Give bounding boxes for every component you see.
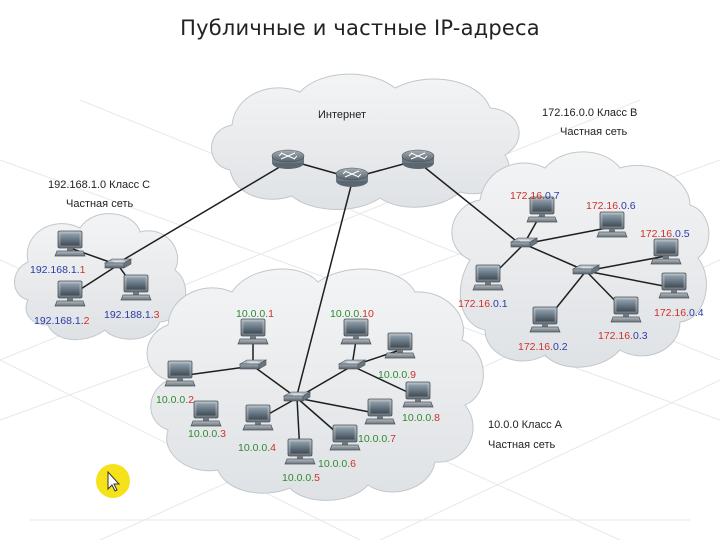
internet-cloud [211,73,520,210]
computer-icon [340,318,372,345]
computer-icon [164,360,196,387]
ip-label: 172.16.0.4 [654,307,704,319]
computer-icon [472,264,504,291]
computer-icon [658,272,690,299]
internet-router-left-icon [271,149,305,170]
computer-icon [384,332,416,359]
ip-label: 172.16.0.3 [598,330,648,342]
ip-label: 172.16.0.7 [510,190,560,202]
computer-icon [54,280,86,307]
internet-label: Интернет [318,109,366,121]
ip-label: 10.0.0.10 [330,308,374,320]
computer-icon [529,306,561,333]
ip-label: 10.0.0.4 [238,442,276,454]
computer-icon [596,211,628,238]
ip-label: 10.0.0.5 [282,472,320,484]
class-c-title: 192.168.1.0 Класс C [48,179,150,191]
ip-label: 172.16.0.1 [458,298,508,310]
ip-label: 10.0.0.1 [236,308,274,320]
ip-label: 10.0.0.9 [378,369,416,381]
class-b-cloud [451,151,710,368]
computer-icon [190,400,222,427]
internet-router-center-icon [335,167,369,188]
ip-label: 10.0.0.3 [188,428,226,440]
computer-icon [284,438,316,465]
computer-icon [54,230,86,257]
computer-icon [242,404,274,431]
ip-label: 10.0.0.7 [358,433,396,445]
computer-icon [237,318,269,345]
computer-icon [120,274,152,301]
class-c-subtitle: Частная сеть [66,198,133,210]
ip-label: 192.168.1.2 [34,315,90,327]
ip-label: 10.0.0.8 [402,412,440,424]
computer-icon [364,398,396,425]
mouse-cursor-icon [96,464,130,498]
ip-label: 192.168.1.1 [30,264,86,276]
ip-label: 10.0.0.6 [318,458,356,470]
ip-label: 172.16.0.5 [640,228,690,240]
ip-label: 172.16.0.6 [586,200,636,212]
ip-label: 172.16.0.2 [518,341,568,353]
computer-icon [329,424,361,451]
computer-icon [650,238,682,265]
internet-router-right-icon [401,149,435,170]
ip-label: 192.188.1.3 [104,309,160,321]
class-b-subtitle: Частная сеть [560,126,627,138]
ip-label: 10.0.0.2 [156,394,194,406]
class-b-title: 172.16.0.0 Класс B [542,107,637,119]
class-a-cloud [146,268,484,501]
class-a-subtitle: Частная сеть [488,439,555,451]
computer-icon [402,381,434,408]
slide-title: Публичные и частные IP-адреса [180,16,540,40]
computer-icon [610,296,642,323]
class-a-title: 10.0.0 Класс A [488,419,563,431]
